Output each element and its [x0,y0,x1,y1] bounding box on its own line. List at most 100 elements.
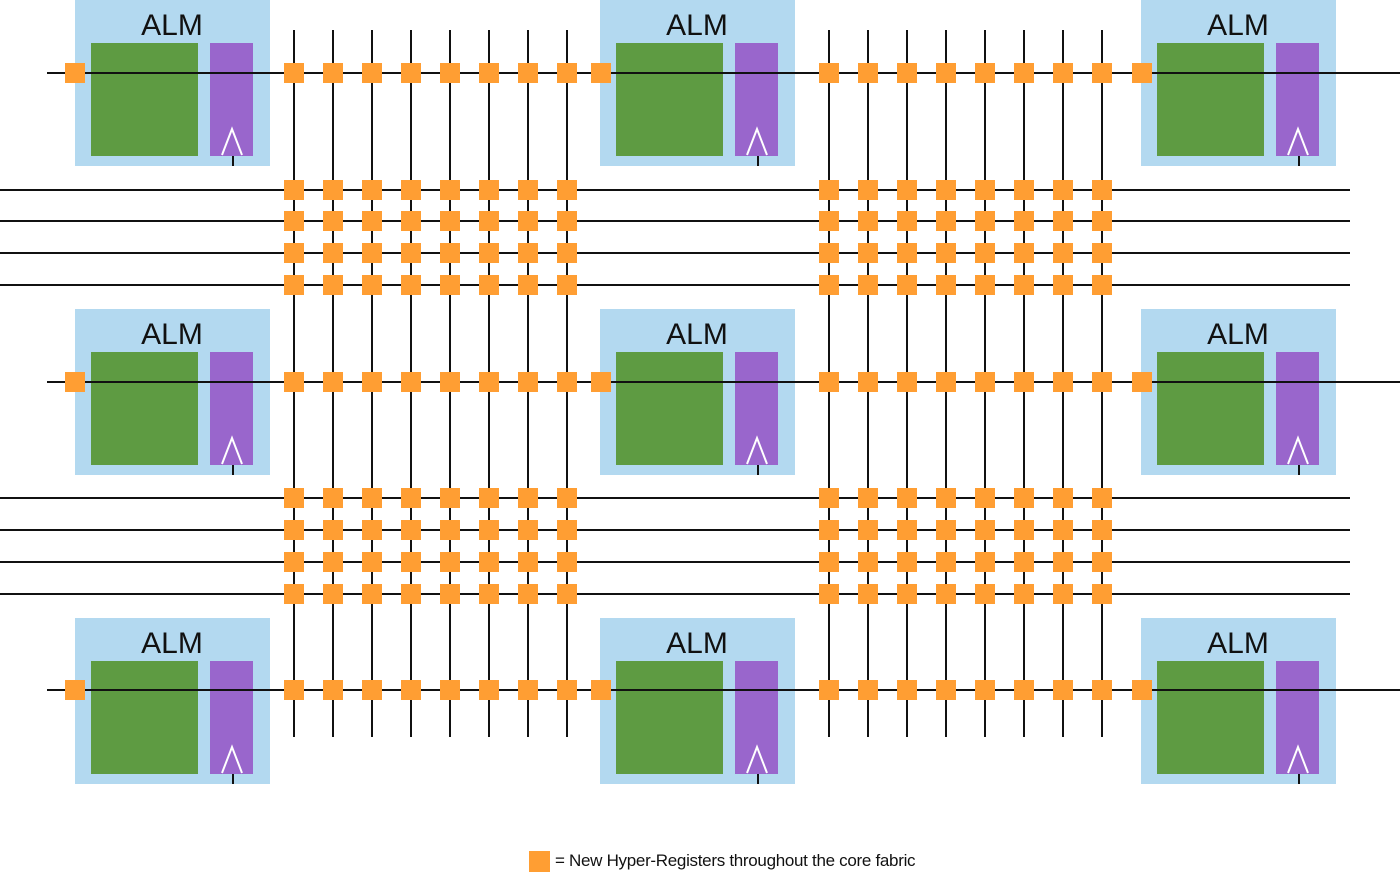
hyper-register [936,180,956,200]
hyper-register [479,211,499,231]
hyper-register [440,372,460,392]
clock-triangle-icon [221,744,243,774]
hyper-register [1053,552,1073,572]
hyper-register [936,372,956,392]
hyper-register [440,243,460,263]
hyper-register [557,520,577,540]
hyper-register [284,552,304,572]
hyper-register [362,584,382,604]
hyper-register [401,488,421,508]
hyper-register [1092,520,1112,540]
legend: = New Hyper-Registers throughout the cor… [529,849,916,873]
hyper-register [936,275,956,295]
hyper-register [323,180,343,200]
hyper-register [897,372,917,392]
hyper-register [1014,680,1034,700]
hyper-register [440,552,460,572]
hyper-register [362,488,382,508]
hyper-register [1053,243,1073,263]
hyper-register [897,680,917,700]
hyper-register [557,243,577,263]
hyper-register [858,520,878,540]
clock-triangle-icon [1287,126,1309,156]
hyper-register [897,488,917,508]
lut-block [91,43,198,156]
hyper-register [975,584,995,604]
hyper-register [975,520,995,540]
alm-label: ALM [666,318,728,351]
hyper-register [284,372,304,392]
alm-block: ALM [600,309,795,475]
hyper-register [591,372,611,392]
hyper-register [819,63,839,83]
hyper-register [819,488,839,508]
hyper-register [819,680,839,700]
hyper-register [362,552,382,572]
alm-block: ALM [600,618,795,784]
hyper-register [323,275,343,295]
hyper-register [323,63,343,83]
hyper-register [323,584,343,604]
hyper-register [1092,180,1112,200]
hyper-register [936,63,956,83]
hyper-register [897,243,917,263]
hyper-register [1053,584,1073,604]
hyper-register [518,243,538,263]
alm-label: ALM [141,9,203,42]
hyper-register [401,552,421,572]
hyper-register [1014,584,1034,604]
register-block [735,352,778,465]
lut-block [1157,661,1264,774]
hyper-register [1014,243,1034,263]
hyper-register [1132,680,1152,700]
hyper-register [1053,180,1073,200]
hyper-register [975,680,995,700]
hyper-register [975,63,995,83]
hyper-register [440,275,460,295]
hyper-register [65,63,85,83]
hyper-register [479,180,499,200]
hyper-register [323,552,343,572]
hyper-register [819,372,839,392]
hyper-register [284,63,304,83]
hyper-register [362,211,382,231]
hyper-register [440,488,460,508]
alm-block: ALM [1141,309,1336,475]
clock-triangle-icon [746,435,768,465]
hyper-register [1132,63,1152,83]
hyper-register [936,211,956,231]
hyper-register [897,275,917,295]
hyper-register [1053,680,1073,700]
hyper-register [819,180,839,200]
hyper-register [858,63,878,83]
hyper-register-legend-icon [529,850,550,872]
hyper-register [479,552,499,572]
hyper-register [1132,372,1152,392]
hyper-register [1014,372,1034,392]
clock-triangle-icon [221,435,243,465]
hyper-register [557,180,577,200]
legend-text: = New Hyper-Registers throughout the cor… [555,851,916,870]
hyper-register [858,372,878,392]
hyper-register [858,584,878,604]
register-block [1276,352,1319,465]
lut-block [1157,352,1264,465]
hyper-register [440,520,460,540]
hyper-register [284,243,304,263]
hyper-register [936,584,956,604]
hyper-register [362,180,382,200]
hyper-register [975,180,995,200]
hyper-register [858,211,878,231]
hyper-register [284,520,304,540]
hyper-register [479,63,499,83]
hyper-register [936,243,956,263]
clock-triangle-icon [746,744,768,774]
hyper-register [936,488,956,508]
hyper-register [557,488,577,508]
hyper-register [518,552,538,572]
lut-block [616,352,723,465]
alm-label: ALM [1207,627,1269,660]
alm-block: ALM [75,309,270,475]
hyper-register [1092,243,1112,263]
hyper-register [479,372,499,392]
